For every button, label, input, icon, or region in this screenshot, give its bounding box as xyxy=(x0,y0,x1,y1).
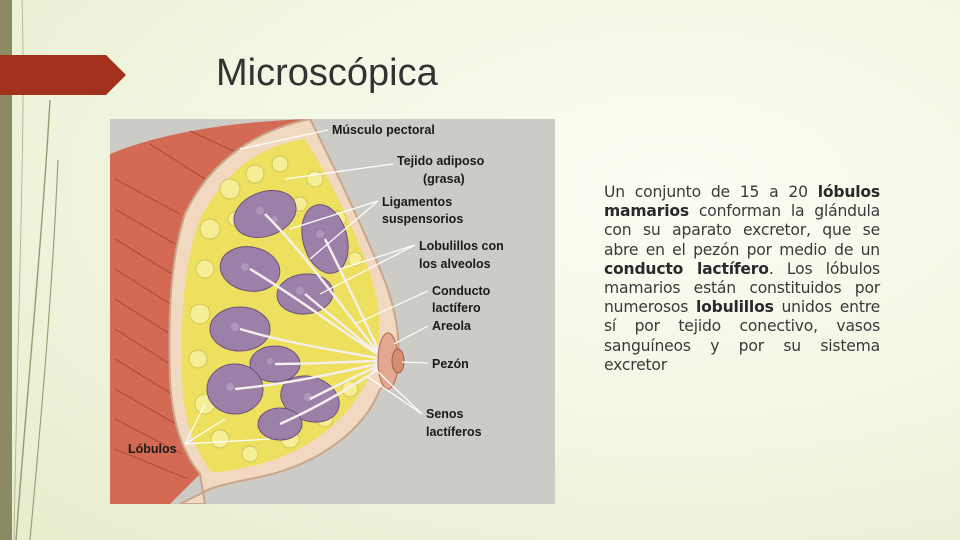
decorative-lines xyxy=(13,0,59,540)
breast-anatomy-diagram: Músculo pectoral Tejido adiposo (grasa) … xyxy=(110,119,555,504)
label-alveolos: los alveolos xyxy=(419,257,491,271)
label-lactiferos: lactíferos xyxy=(426,425,482,439)
label-areola: Areola xyxy=(432,319,472,333)
lobules xyxy=(206,190,349,441)
lactiferous-ducts xyxy=(234,213,384,426)
text-segment: Un conjunto de 15 a 20 xyxy=(604,183,818,201)
bold-lobulillos: lobulillos xyxy=(695,298,774,317)
text-segment: conforman la glándula con su aparato exc… xyxy=(604,202,880,259)
label-suspensorios: suspensorios xyxy=(382,212,463,226)
label-pezon: Pezón xyxy=(432,357,469,371)
label-lobulos: Lóbulos xyxy=(128,442,177,456)
description-paragraph: Un conjunto de 15 a 20 lóbulos mamarios … xyxy=(604,183,880,375)
label-senos: Senos xyxy=(426,407,464,421)
leader-lines xyxy=(184,129,429,445)
page-title: Microscópica xyxy=(216,52,438,94)
bold-lobulos-mamarios: lóbulos mamarios xyxy=(604,183,880,221)
label-lactifero: lactífero xyxy=(432,301,481,315)
label-tejido-adiposo: Tejido adiposo xyxy=(397,154,485,168)
text-segment: unidos entre sí por tejido conectivo, va… xyxy=(604,298,881,374)
bold-conducto-lactifero: conducto lactífero xyxy=(604,259,769,278)
nipple xyxy=(391,348,405,374)
left-sidebar-bar xyxy=(0,0,12,540)
label-musculo-pectoral: Músculo pectoral xyxy=(332,123,435,137)
label-ligamentos: Ligamentos xyxy=(382,195,452,209)
title-arrow-accent xyxy=(0,55,126,95)
label-conducto: Conducto xyxy=(432,284,491,298)
pectoral-muscle xyxy=(110,119,310,504)
text-segment: . Los lóbulos mamarios están constituido… xyxy=(604,259,880,317)
label-lobulillos: Lobulillos con xyxy=(419,239,504,253)
label-tejido-grasa: (grasa) xyxy=(423,172,465,186)
